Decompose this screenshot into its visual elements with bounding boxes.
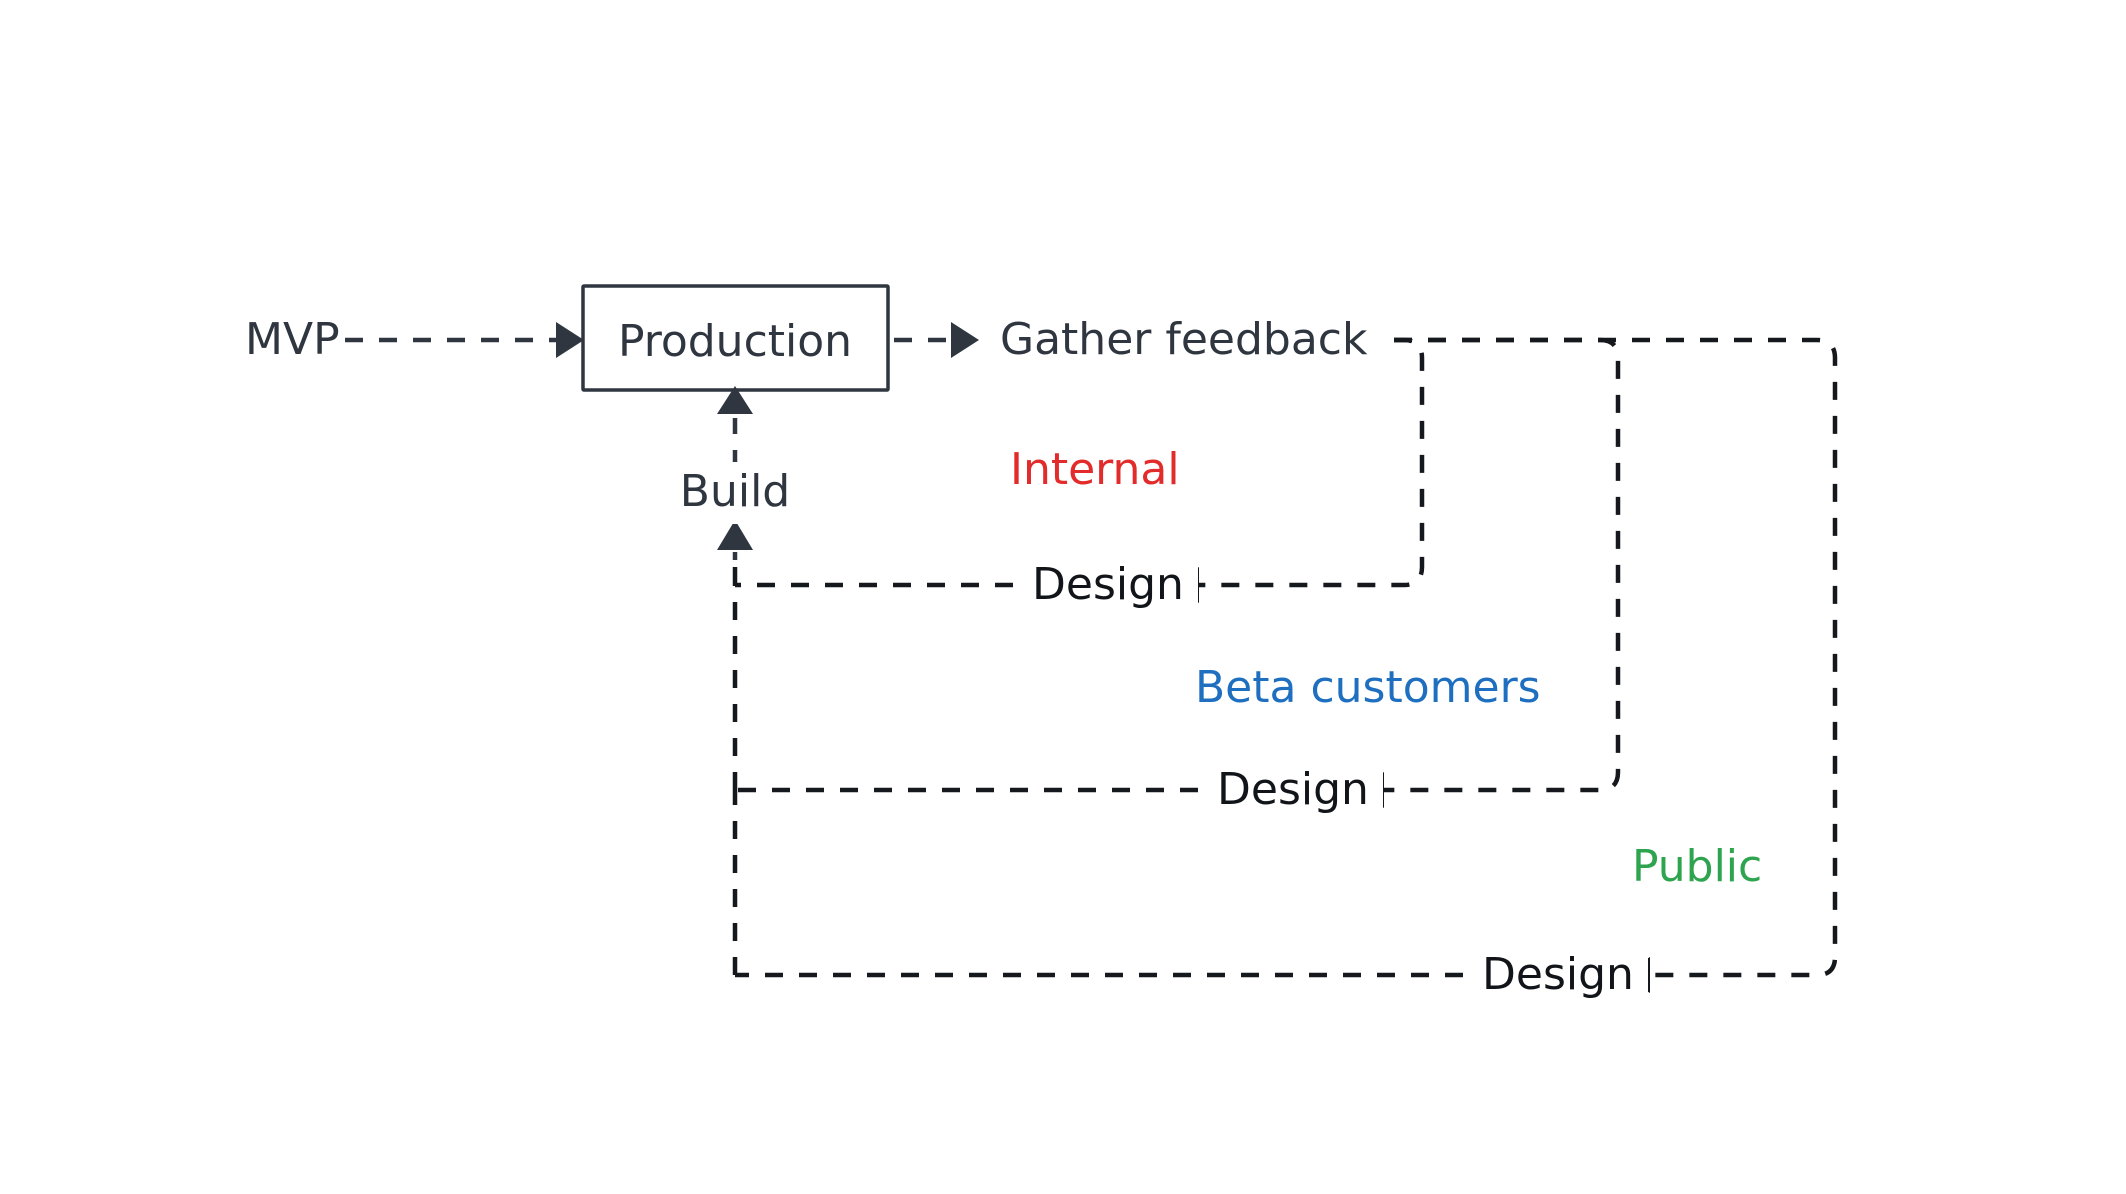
- loop-beta-path: [1382, 337, 1621, 793]
- design-public-backdrop: [1468, 946, 1648, 1006]
- arrowhead-up-icon: [717, 386, 753, 414]
- node-label-production: Production: [618, 316, 852, 367]
- node-label-mvp: MVP: [245, 314, 340, 365]
- edge-label-design-internal: Design: [1032, 559, 1184, 610]
- edge-build-to-production: [717, 386, 753, 468]
- edge-label-design-beta: Design: [1217, 764, 1369, 815]
- edge-mvp-to-production: [345, 322, 584, 358]
- node-build: Build: [668, 462, 808, 524]
- node-design-internal: Design: [1018, 556, 1198, 616]
- arrowhead-up-icon: [717, 520, 753, 550]
- node-label-gather-feedback: Gather feedback: [1000, 314, 1368, 365]
- design-internal-backdrop: [1018, 556, 1198, 616]
- group-label-internal: Internal: [1010, 444, 1180, 495]
- build-label-backdrop: [668, 462, 808, 524]
- edge-label-design-public: Design: [1482, 949, 1634, 1000]
- edge-design-to-build: [717, 520, 753, 560]
- arrowhead-right-icon: [951, 322, 979, 358]
- edge-production-to-gather: [894, 322, 979, 358]
- loop-internal-path: [1197, 337, 1425, 588]
- node-design-public: Design: [1468, 946, 1648, 1006]
- node-label-build: Build: [680, 466, 790, 517]
- group-label-beta-customers: Beta customers: [1195, 662, 1541, 713]
- design-beta-backdrop: [1203, 761, 1383, 821]
- loop-public-path: [1394, 337, 1838, 978]
- group-label-public: Public: [1632, 841, 1762, 892]
- arrowhead-right-icon: [556, 322, 584, 358]
- node-design-beta: Design: [1203, 761, 1383, 821]
